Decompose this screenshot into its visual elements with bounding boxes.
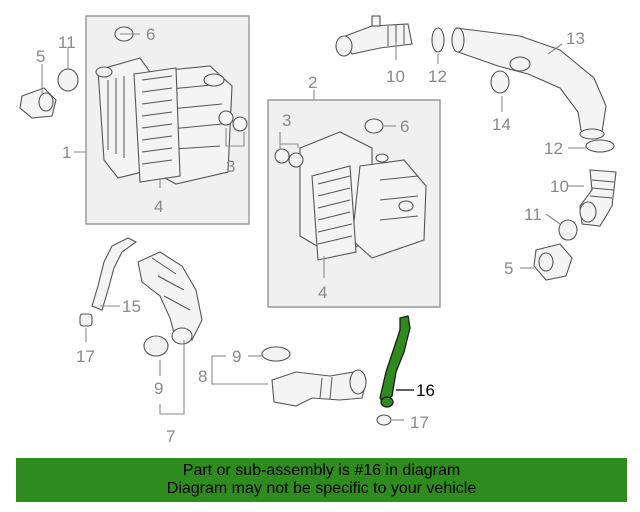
callout-6-box2: 6	[400, 117, 409, 136]
air-cleaner-housing-2	[299, 131, 427, 261]
ring-12-top	[431, 27, 445, 53]
callout-4-box1: 4	[154, 197, 163, 216]
callout-11-left: 11	[58, 33, 76, 52]
callout-10-top: 10	[386, 67, 405, 86]
info-banner: Part or sub-assembly is #16 in diagram D…	[16, 458, 627, 502]
callout-9-left: 9	[154, 379, 163, 398]
parts-diagram: 6 11 5 1 4 3 2 3 6 4 10 12 13 14 12 10 1…	[19, 15, 617, 446]
callout-8: 8	[198, 367, 207, 386]
leader-lines	[41, 33, 586, 421]
callout-12-top: 12	[428, 67, 447, 86]
callout-5-left: 5	[36, 47, 45, 66]
callout-16: 16	[416, 381, 435, 400]
mass-air-flow-sensor-left	[19, 87, 57, 119]
callout-17-left: 17	[76, 347, 95, 366]
screen-9-right	[261, 346, 291, 362]
clamp-14	[490, 70, 510, 94]
intake-tube-8	[271, 369, 367, 407]
callout-11-right: 11	[524, 205, 542, 224]
callout-12-right: 12	[544, 139, 563, 158]
grommets-3-box1	[218, 110, 248, 132]
banner-line-1: Part or sub-assembly is #16 in diagram	[182, 462, 461, 479]
intake-hose-10-right	[579, 169, 617, 227]
air-cleaner-housing-1	[95, 57, 233, 185]
clamp-11-right	[558, 219, 578, 241]
callout-2: 2	[308, 73, 317, 92]
clamp-17-right	[376, 414, 392, 426]
callout-4-box2: 4	[318, 283, 327, 302]
screen-9-left	[143, 335, 169, 357]
banner-line-2: Diagram may not be specific to your vehi…	[166, 480, 477, 497]
callout-7: 7	[166, 427, 175, 446]
clamp-11-left	[57, 68, 79, 92]
callout-3-box1: 3	[226, 157, 235, 176]
callout-6-top: 6	[146, 25, 155, 44]
hose-16-highlighted	[379, 315, 411, 408]
clamp-17-left	[79, 313, 93, 327]
callout-15: 15	[122, 297, 141, 316]
callout-9-right: 9	[232, 347, 241, 366]
callout-5-right: 5	[504, 259, 513, 278]
o-ring-6-box2	[364, 118, 384, 134]
callout-1: 1	[62, 143, 71, 162]
grommets-3-box2	[274, 148, 304, 168]
hose-15	[91, 237, 138, 311]
callout-13: 13	[566, 29, 585, 48]
mass-air-flow-sensor-right	[533, 243, 573, 281]
intake-hose-10-top	[335, 15, 413, 57]
intake-tube-7	[137, 251, 203, 345]
callout-10-right: 10	[550, 177, 569, 196]
callout-17-right: 17	[410, 413, 429, 432]
callout-3-box2: 3	[282, 111, 291, 130]
callout-14: 14	[492, 115, 511, 134]
intake-duct-13	[451, 27, 607, 140]
ring-12-right	[585, 139, 615, 153]
